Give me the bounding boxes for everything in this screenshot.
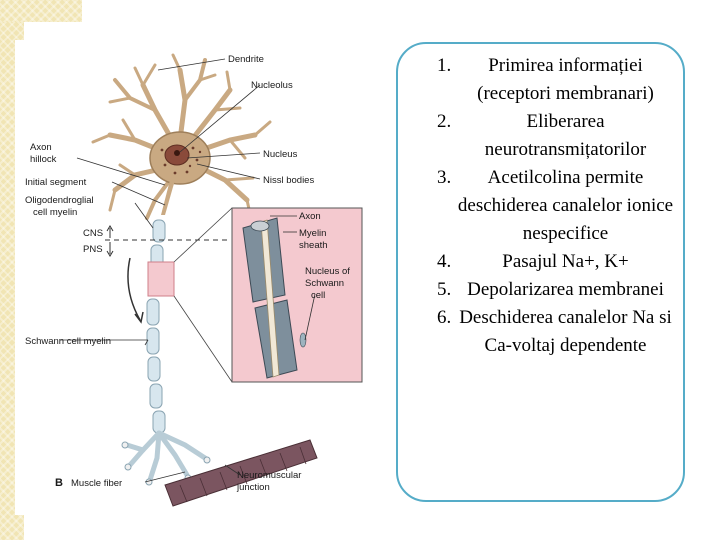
label-dendrite: Dendrite — [228, 54, 264, 65]
label-nissl-bodies: Nissl bodies — [263, 175, 314, 186]
inset-connector-top — [173, 207, 233, 263]
label-inset-nucleus-3: cell — [311, 290, 325, 301]
inset-source-box — [147, 261, 175, 297]
decorative-top-stripe — [0, 0, 82, 22]
label-oligodendroglial-1: Oligodendroglial — [25, 195, 94, 206]
label-inset-myelin-1: Myelin — [299, 228, 326, 239]
nucleolus-shape — [174, 150, 180, 156]
pns-arrow — [106, 242, 114, 257]
label-nucleolus: Nucleolus — [251, 80, 293, 91]
label-oligodendroglial-2: cell myelin — [33, 207, 77, 218]
steps-list: Primirea informației (receptori membrana… — [398, 44, 683, 360]
label-pns: PNS — [83, 244, 103, 255]
inset-connector-bottom — [173, 295, 233, 383]
label-neuromuscular-1: Neuromuscular — [237, 470, 301, 481]
cns-arrow — [106, 225, 114, 238]
label-inset-nucleus-2: Schwann — [305, 278, 344, 289]
label-axon-hillock-1: Axon — [30, 142, 52, 153]
step-item-2: Eliberarea neurotransmițatorilor — [456, 108, 675, 164]
steps-panel: Primirea informației (receptori membrana… — [396, 42, 685, 502]
step-item-4: Pasajul Na+, K+ — [456, 248, 675, 276]
label-schwann-cell-myelin: Schwann cell myelin — [25, 336, 111, 347]
axon-hillock-shape — [161, 180, 175, 215]
muscle-fiber-shape — [164, 439, 318, 507]
label-cns: CNS — [83, 228, 103, 239]
leader-lines — [60, 58, 316, 483]
myelinated-axon — [146, 219, 166, 434]
label-muscle-fiber: Muscle fiber — [71, 478, 122, 489]
nissl-bodies-dots — [160, 146, 202, 175]
flow-arrowhead — [134, 311, 144, 324]
step-item-5: Depolarizarea membranei — [456, 276, 675, 304]
label-initial-segment: Initial segment — [25, 177, 87, 188]
step-item-1: Primirea informației (receptori membrana… — [456, 52, 675, 108]
label-inset-myelin-2: sheath — [299, 240, 328, 251]
step-item-6: Deschiderea canalelor Na si Ca-voltaj de… — [456, 304, 675, 360]
flow-arrow — [127, 257, 141, 321]
neuron-diagram: Dendrite Nucleolus Axon hillock Nucleus … — [15, 40, 380, 515]
label-inset-nucleus-1: Nucleus of — [305, 266, 350, 277]
label-axon-hillock-2: hillock — [30, 154, 57, 165]
label-panel-letter: B — [55, 477, 63, 489]
label-nucleus: Nucleus — [263, 149, 298, 160]
terminal-branches — [124, 430, 208, 483]
label-inset-axon: Axon — [299, 211, 321, 222]
inset-myelin — [242, 217, 307, 379]
step-item-3: Acetilcolina permite deschiderea canalel… — [456, 164, 675, 248]
label-neuromuscular-2: junction — [236, 482, 270, 493]
